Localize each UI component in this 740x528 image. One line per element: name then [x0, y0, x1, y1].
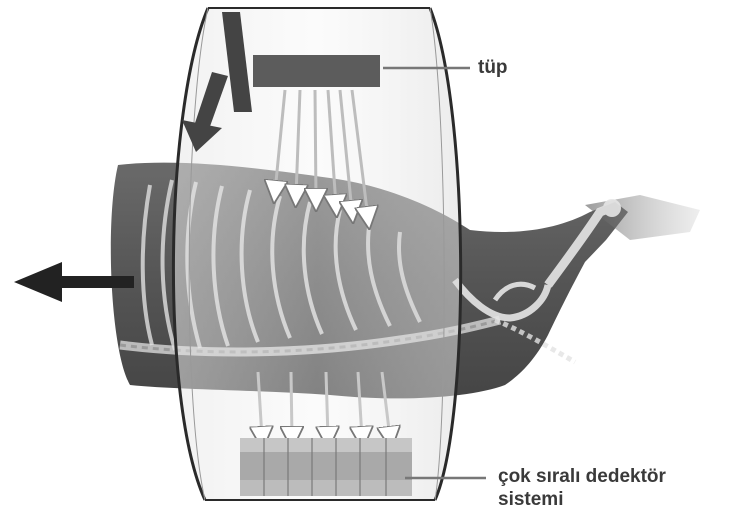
x-ray-tube — [253, 55, 380, 87]
detector-system-label: çok sıralı dedektör sistemi — [498, 465, 738, 511]
tube-label: tüp — [478, 56, 508, 79]
detector-label-line1: çok sıralı dedektör — [498, 465, 738, 488]
detector-array — [240, 438, 412, 496]
detector-label-line2: sistemi — [498, 488, 738, 511]
